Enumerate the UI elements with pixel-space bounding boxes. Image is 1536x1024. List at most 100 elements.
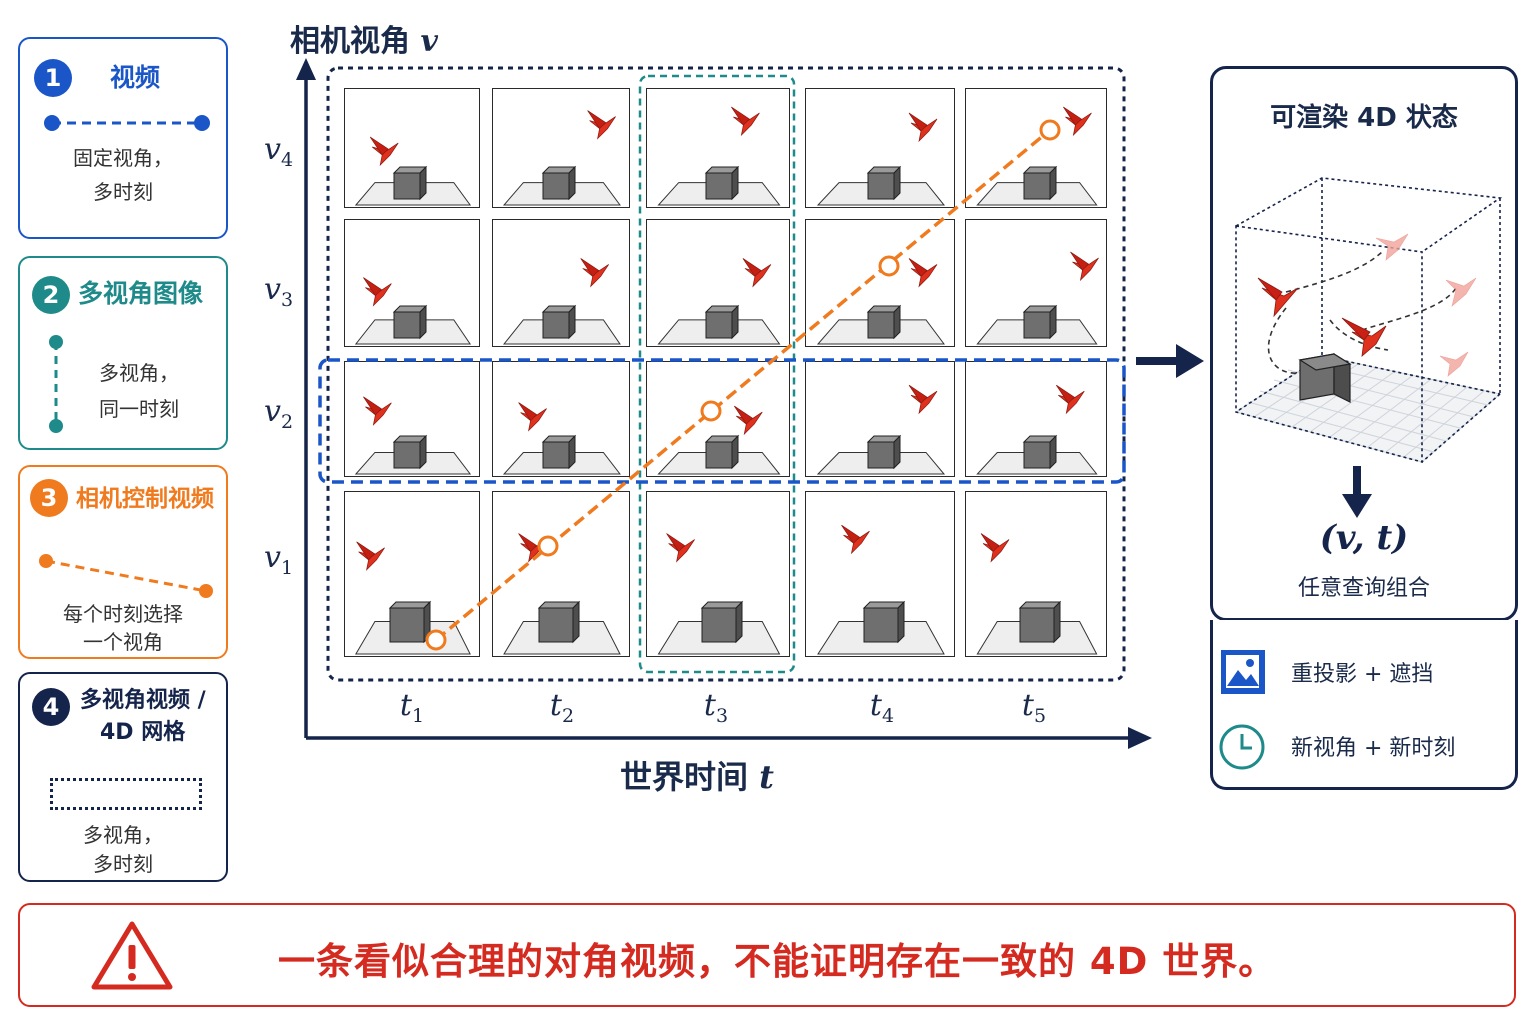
frame-cell	[805, 361, 955, 477]
frame-cell	[492, 88, 630, 208]
gray-box	[700, 600, 744, 644]
bird-icon	[518, 402, 547, 432]
view-label-v3: v3	[264, 272, 294, 311]
frame-cell	[965, 491, 1107, 657]
arrow-down-icon	[1342, 466, 1372, 518]
time-label-t4: t4	[869, 688, 895, 727]
frame-scene	[503, 533, 621, 655]
gray-box	[1018, 600, 1062, 644]
bird-icon	[742, 258, 772, 288]
bird-icon	[518, 533, 547, 563]
frame-cell	[965, 219, 1107, 347]
bird-icon	[580, 258, 609, 288]
frame-scene	[816, 384, 946, 475]
frame-cell	[344, 88, 480, 208]
frame-cell	[805, 491, 955, 657]
grid-box-symbol	[50, 778, 202, 810]
arrow-right-icon	[1136, 344, 1204, 378]
frame-scene	[657, 106, 781, 206]
bird-icon	[908, 112, 938, 143]
same-time-line-symbol	[49, 335, 63, 433]
bird-icon	[980, 533, 1010, 563]
legend-number-2: 2	[32, 276, 70, 314]
frame-scene	[354, 136, 472, 206]
gray-box	[866, 304, 902, 340]
legend-desc-video-line1: 固定视角，	[73, 146, 173, 170]
frame-scene	[976, 251, 1099, 345]
time-label-t2: t2	[549, 688, 575, 727]
x-axis-arrowhead	[1128, 727, 1152, 749]
frame-scene	[976, 106, 1098, 206]
frame-cell	[805, 219, 955, 347]
frame-cell	[646, 491, 790, 657]
gray-box	[1022, 165, 1058, 201]
bird-icon	[363, 277, 392, 307]
view-label-v2: v2	[264, 394, 294, 433]
warning-text: 一条看似合理的对角视频，不能证明存在一致的 4D 世界。	[278, 940, 1277, 983]
bird-icon	[587, 110, 616, 140]
bird-icon	[1063, 106, 1092, 137]
bird-red-icon	[1257, 277, 1387, 357]
frame-scene	[502, 110, 621, 206]
frame-scene	[657, 258, 781, 345]
frame-cell	[344, 361, 480, 477]
y-axis-title: 相机视角 v	[290, 24, 438, 59]
frame-scene	[502, 402, 621, 475]
gray-box	[862, 600, 906, 644]
frame-scene	[354, 396, 472, 475]
frame-scene	[816, 258, 945, 345]
bird-icon	[731, 106, 760, 137]
legend-desc-multiview-line2: 同一时刻	[99, 397, 179, 421]
bird-icon	[841, 524, 870, 555]
frame-cell	[646, 219, 790, 347]
frame-cell	[965, 361, 1107, 477]
gray-box	[1298, 352, 1352, 403]
frame-scene	[657, 533, 781, 655]
gray-box	[704, 434, 740, 470]
legend-desc-4d-line2: 多时刻	[93, 852, 153, 876]
warning-triangle-icon	[91, 921, 173, 990]
legend-desc-video-line2: 多时刻	[93, 180, 153, 204]
frame-scene	[976, 533, 1098, 655]
bird-icon	[666, 533, 695, 563]
bird-icon	[369, 136, 399, 167]
legend-number-1: 1	[34, 59, 72, 97]
bird-ghost-icon	[1375, 233, 1477, 377]
renderable-4d-title: 可渲染 4D 状态	[1270, 103, 1458, 133]
frame-cell	[492, 491, 630, 657]
gray-box	[537, 600, 581, 644]
legend-title-multiview-images: 多视角图像	[78, 279, 204, 308]
bird-icon	[1070, 251, 1099, 282]
legend-number-3: 3	[30, 479, 68, 517]
feature-reprojection-label: 重投影 + 遮挡	[1291, 662, 1434, 687]
gray-box	[388, 600, 432, 644]
view-label-v4: v4	[264, 132, 294, 171]
legend-card-multiview-video: 4 多视角视频 / 4D 网格 多视角， 多时刻	[18, 672, 228, 882]
legend-desc-4d-line1: 多视角，	[83, 823, 163, 847]
warning-banner: 一条看似合理的对角视频，不能证明存在一致的 4D 世界。	[18, 903, 1516, 1007]
frame-cell	[344, 491, 480, 657]
gray-box	[392, 304, 428, 340]
gray-box	[541, 304, 577, 340]
gray-box	[541, 434, 577, 470]
gray-box	[392, 434, 428, 470]
frame-cell	[646, 88, 790, 208]
frame-cell	[646, 361, 790, 477]
legend-desc-multiview-line1: 多视角，	[99, 361, 179, 385]
legend-number-4: 4	[32, 688, 70, 726]
x-axis-title: 世界时间 t	[620, 758, 774, 796]
frame-cell	[344, 219, 480, 347]
view-label-v1: v1	[264, 540, 294, 579]
legend-desc-camera-line1: 每个时刻选择	[63, 602, 183, 626]
gray-box	[866, 165, 902, 201]
legend-title-multiview-video-line1: 多视角视频 /	[80, 688, 206, 713]
frame-scene	[976, 384, 1098, 475]
frame-cell	[805, 88, 955, 208]
diagonal-line-symbol	[39, 554, 213, 598]
frame-scene	[816, 112, 946, 206]
y-axis-arrowhead	[296, 58, 316, 80]
legend-title-camera-video: 相机控制视频	[76, 486, 214, 512]
time-label-t1: t1	[399, 688, 425, 727]
gray-box	[541, 165, 577, 201]
